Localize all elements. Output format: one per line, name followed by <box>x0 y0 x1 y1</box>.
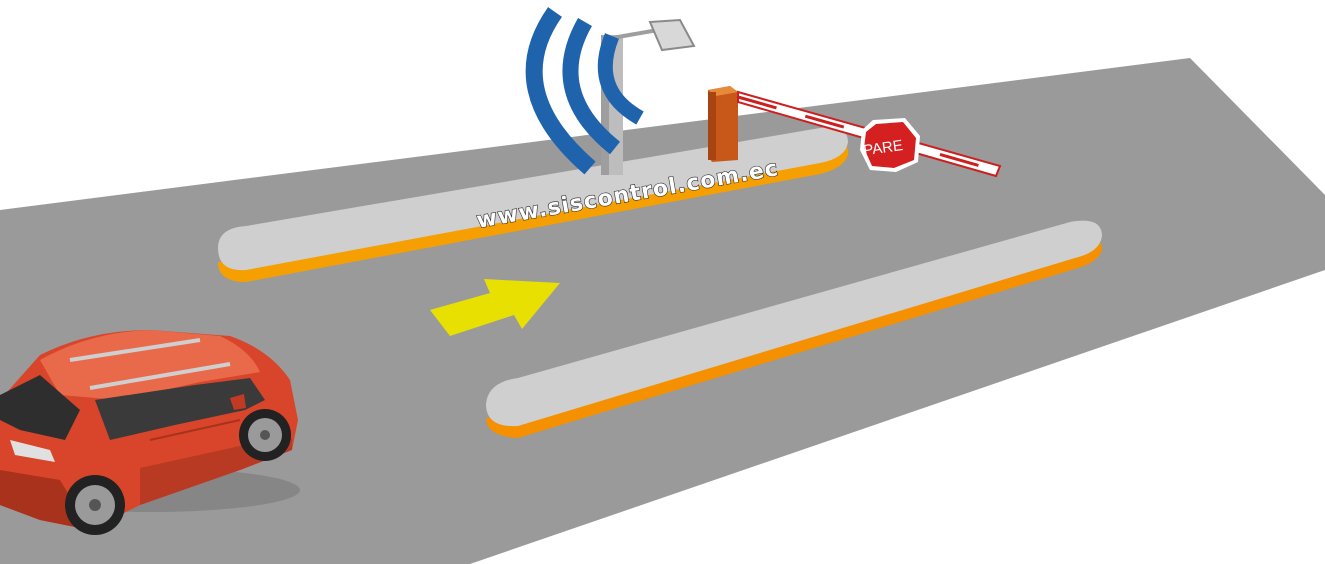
upper-island <box>218 127 849 282</box>
stop-sign-label: PARE <box>862 137 904 159</box>
stop-sign-icon: PARE <box>860 118 920 172</box>
lower-island <box>486 220 1102 438</box>
car-wheel-rear <box>239 409 291 461</box>
road <box>0 58 1325 564</box>
car-wheel-front <box>65 475 125 535</box>
car-illustration <box>0 330 300 535</box>
antenna-panel <box>648 18 696 52</box>
wifi-signal-icon <box>525 7 644 175</box>
direction-arrow-icon <box>430 279 560 336</box>
